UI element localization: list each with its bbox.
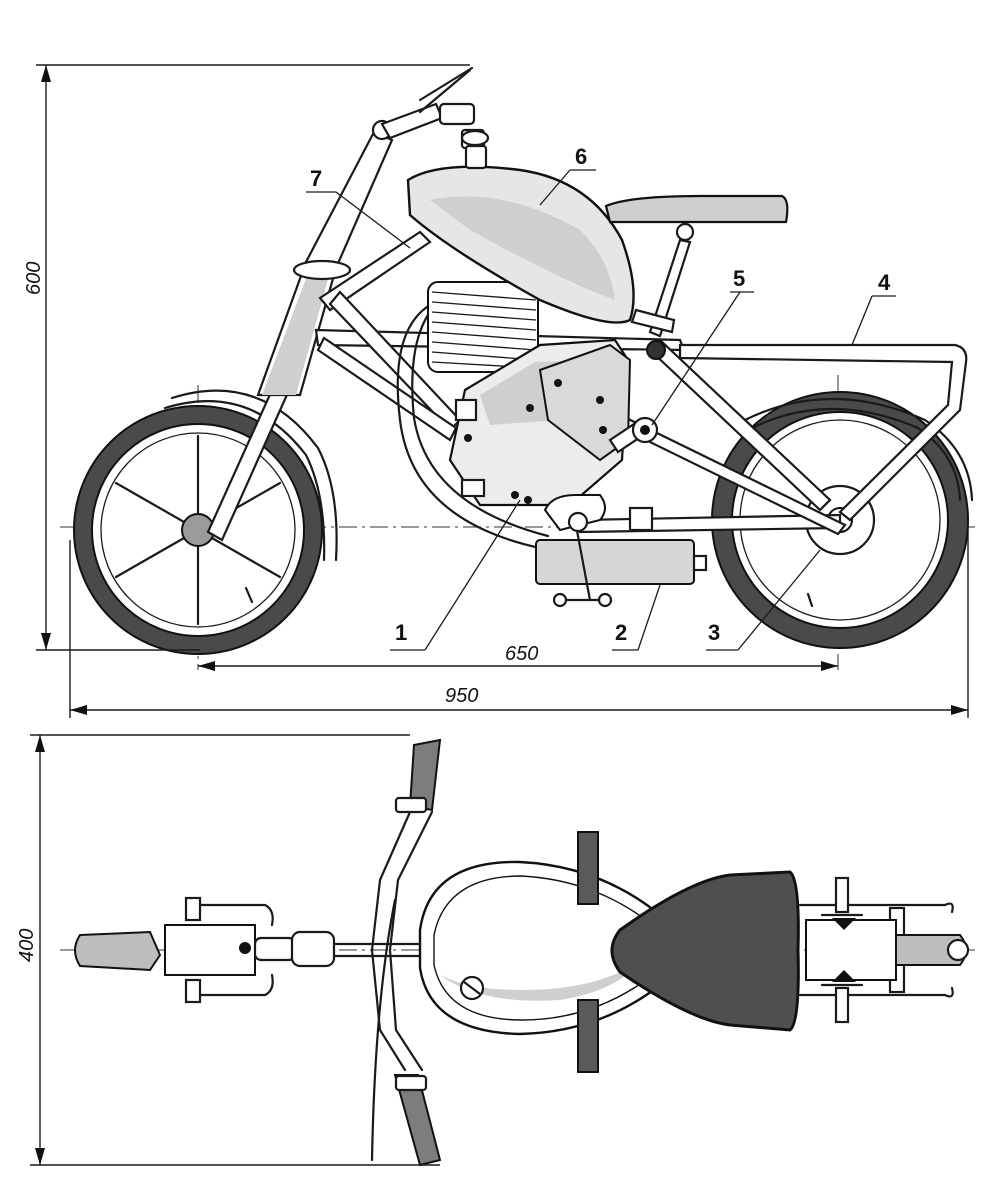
- fuel-tank-top: [418, 860, 662, 1036]
- svg-text:600: 600: [23, 262, 45, 295]
- svg-text:950: 950: [445, 685, 478, 707]
- dimension-wheelbase: 650: [198, 643, 838, 671]
- dimension-width: 400: [16, 734, 440, 1166]
- svg-text:650: 650: [505, 643, 538, 665]
- side-view: 1 2 3 4 5 6 7: [23, 64, 975, 718]
- svg-text:6: 6: [575, 144, 587, 169]
- fuel-tank: [406, 129, 635, 324]
- dimension-length: 950: [69, 520, 969, 718]
- callout-3: 3: [706, 549, 821, 651]
- frame: [314, 230, 968, 536]
- seat-top: [610, 870, 800, 1032]
- callout-7: 7: [306, 166, 411, 249]
- callout-5: 5: [651, 266, 754, 426]
- svg-text:5: 5: [733, 266, 745, 291]
- engine: [396, 281, 659, 550]
- rear-frame-top: [798, 876, 970, 1024]
- dimension-height: 600: [23, 64, 470, 651]
- svg-text:4: 4: [878, 270, 891, 295]
- svg-text:1: 1: [395, 620, 407, 645]
- front-wheel: [73, 389, 338, 655]
- footrests: [577, 831, 599, 1073]
- callout-6: 6: [539, 144, 596, 206]
- svg-text:7: 7: [310, 166, 322, 191]
- callout-1: 1: [390, 499, 521, 651]
- muffler: [535, 494, 708, 608]
- fork-and-handlebar: [206, 66, 486, 542]
- svg-text:3: 3: [708, 620, 720, 645]
- top-view: 400: [16, 734, 975, 1167]
- seat: [604, 194, 789, 360]
- svg-text:400: 400: [16, 929, 38, 962]
- svg-text:2: 2: [615, 620, 627, 645]
- callout-2: 2: [612, 584, 661, 651]
- handlebar-top: [370, 738, 442, 1167]
- front-wheel-top: [74, 896, 422, 1004]
- callout-4: 4: [851, 270, 896, 346]
